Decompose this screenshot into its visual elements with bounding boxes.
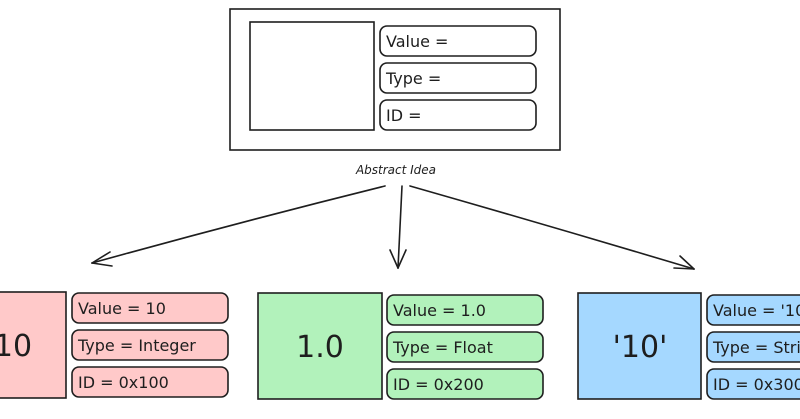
string-display-value: '10' — [613, 330, 668, 365]
float-value-field — [386, 294, 544, 326]
abstract-id-label: ID = — [386, 106, 422, 125]
abstract-idea-box: Value = Type = ID = — [229, 8, 561, 151]
float-type-label: Type = Float — [392, 338, 493, 357]
integer-display-value: 10 — [0, 329, 32, 364]
abstract-type-field — [379, 62, 537, 94]
string-id-label: ID = 0x300 — [713, 375, 800, 394]
float-type-field — [386, 331, 544, 363]
string-visual-box — [577, 292, 702, 400]
integer-id-label: ID = 0x100 — [78, 373, 169, 392]
integer-id-field — [71, 366, 229, 398]
integer-value-label: Value = 10 — [78, 299, 166, 318]
integer-type-field — [71, 329, 229, 361]
abstract-value-label: Value = — [386, 32, 448, 51]
arrows — [91, 185, 695, 270]
float-id-field — [386, 368, 544, 400]
integer-value-field — [71, 292, 229, 324]
float-id-label: ID = 0x200 — [393, 375, 484, 394]
abstract-type-label: Type = — [385, 69, 441, 88]
string-type-label: Type = String — [712, 338, 800, 357]
string-object: '10' Value = '10' Type = String ID = 0x3… — [577, 292, 800, 400]
string-value-field — [706, 294, 800, 326]
arrow-to-string — [409, 185, 695, 270]
integer-object: 10 Value = 10 Type = Integer ID = 0x100 — [0, 291, 229, 399]
integer-type-label: Type = Integer — [77, 336, 196, 355]
float-object: 1.0 Value = 1.0 Type = Float ID = 0x200 — [257, 292, 544, 400]
abstract-value-field — [379, 25, 537, 57]
float-visual-box — [257, 292, 383, 400]
string-type-field — [706, 331, 800, 363]
abstract-caption: Abstract Idea — [355, 163, 436, 177]
arrow-to-float — [389, 185, 407, 269]
string-id-field — [706, 368, 800, 400]
arrow-to-integer — [91, 185, 386, 267]
abstract-visual-box — [249, 21, 375, 131]
float-display-value: 1.0 — [296, 330, 344, 365]
float-value-label: Value = 1.0 — [393, 301, 486, 320]
string-value-label: Value = '10' — [713, 301, 800, 320]
abstract-id-field — [379, 99, 537, 131]
integer-visual-box — [0, 291, 67, 399]
